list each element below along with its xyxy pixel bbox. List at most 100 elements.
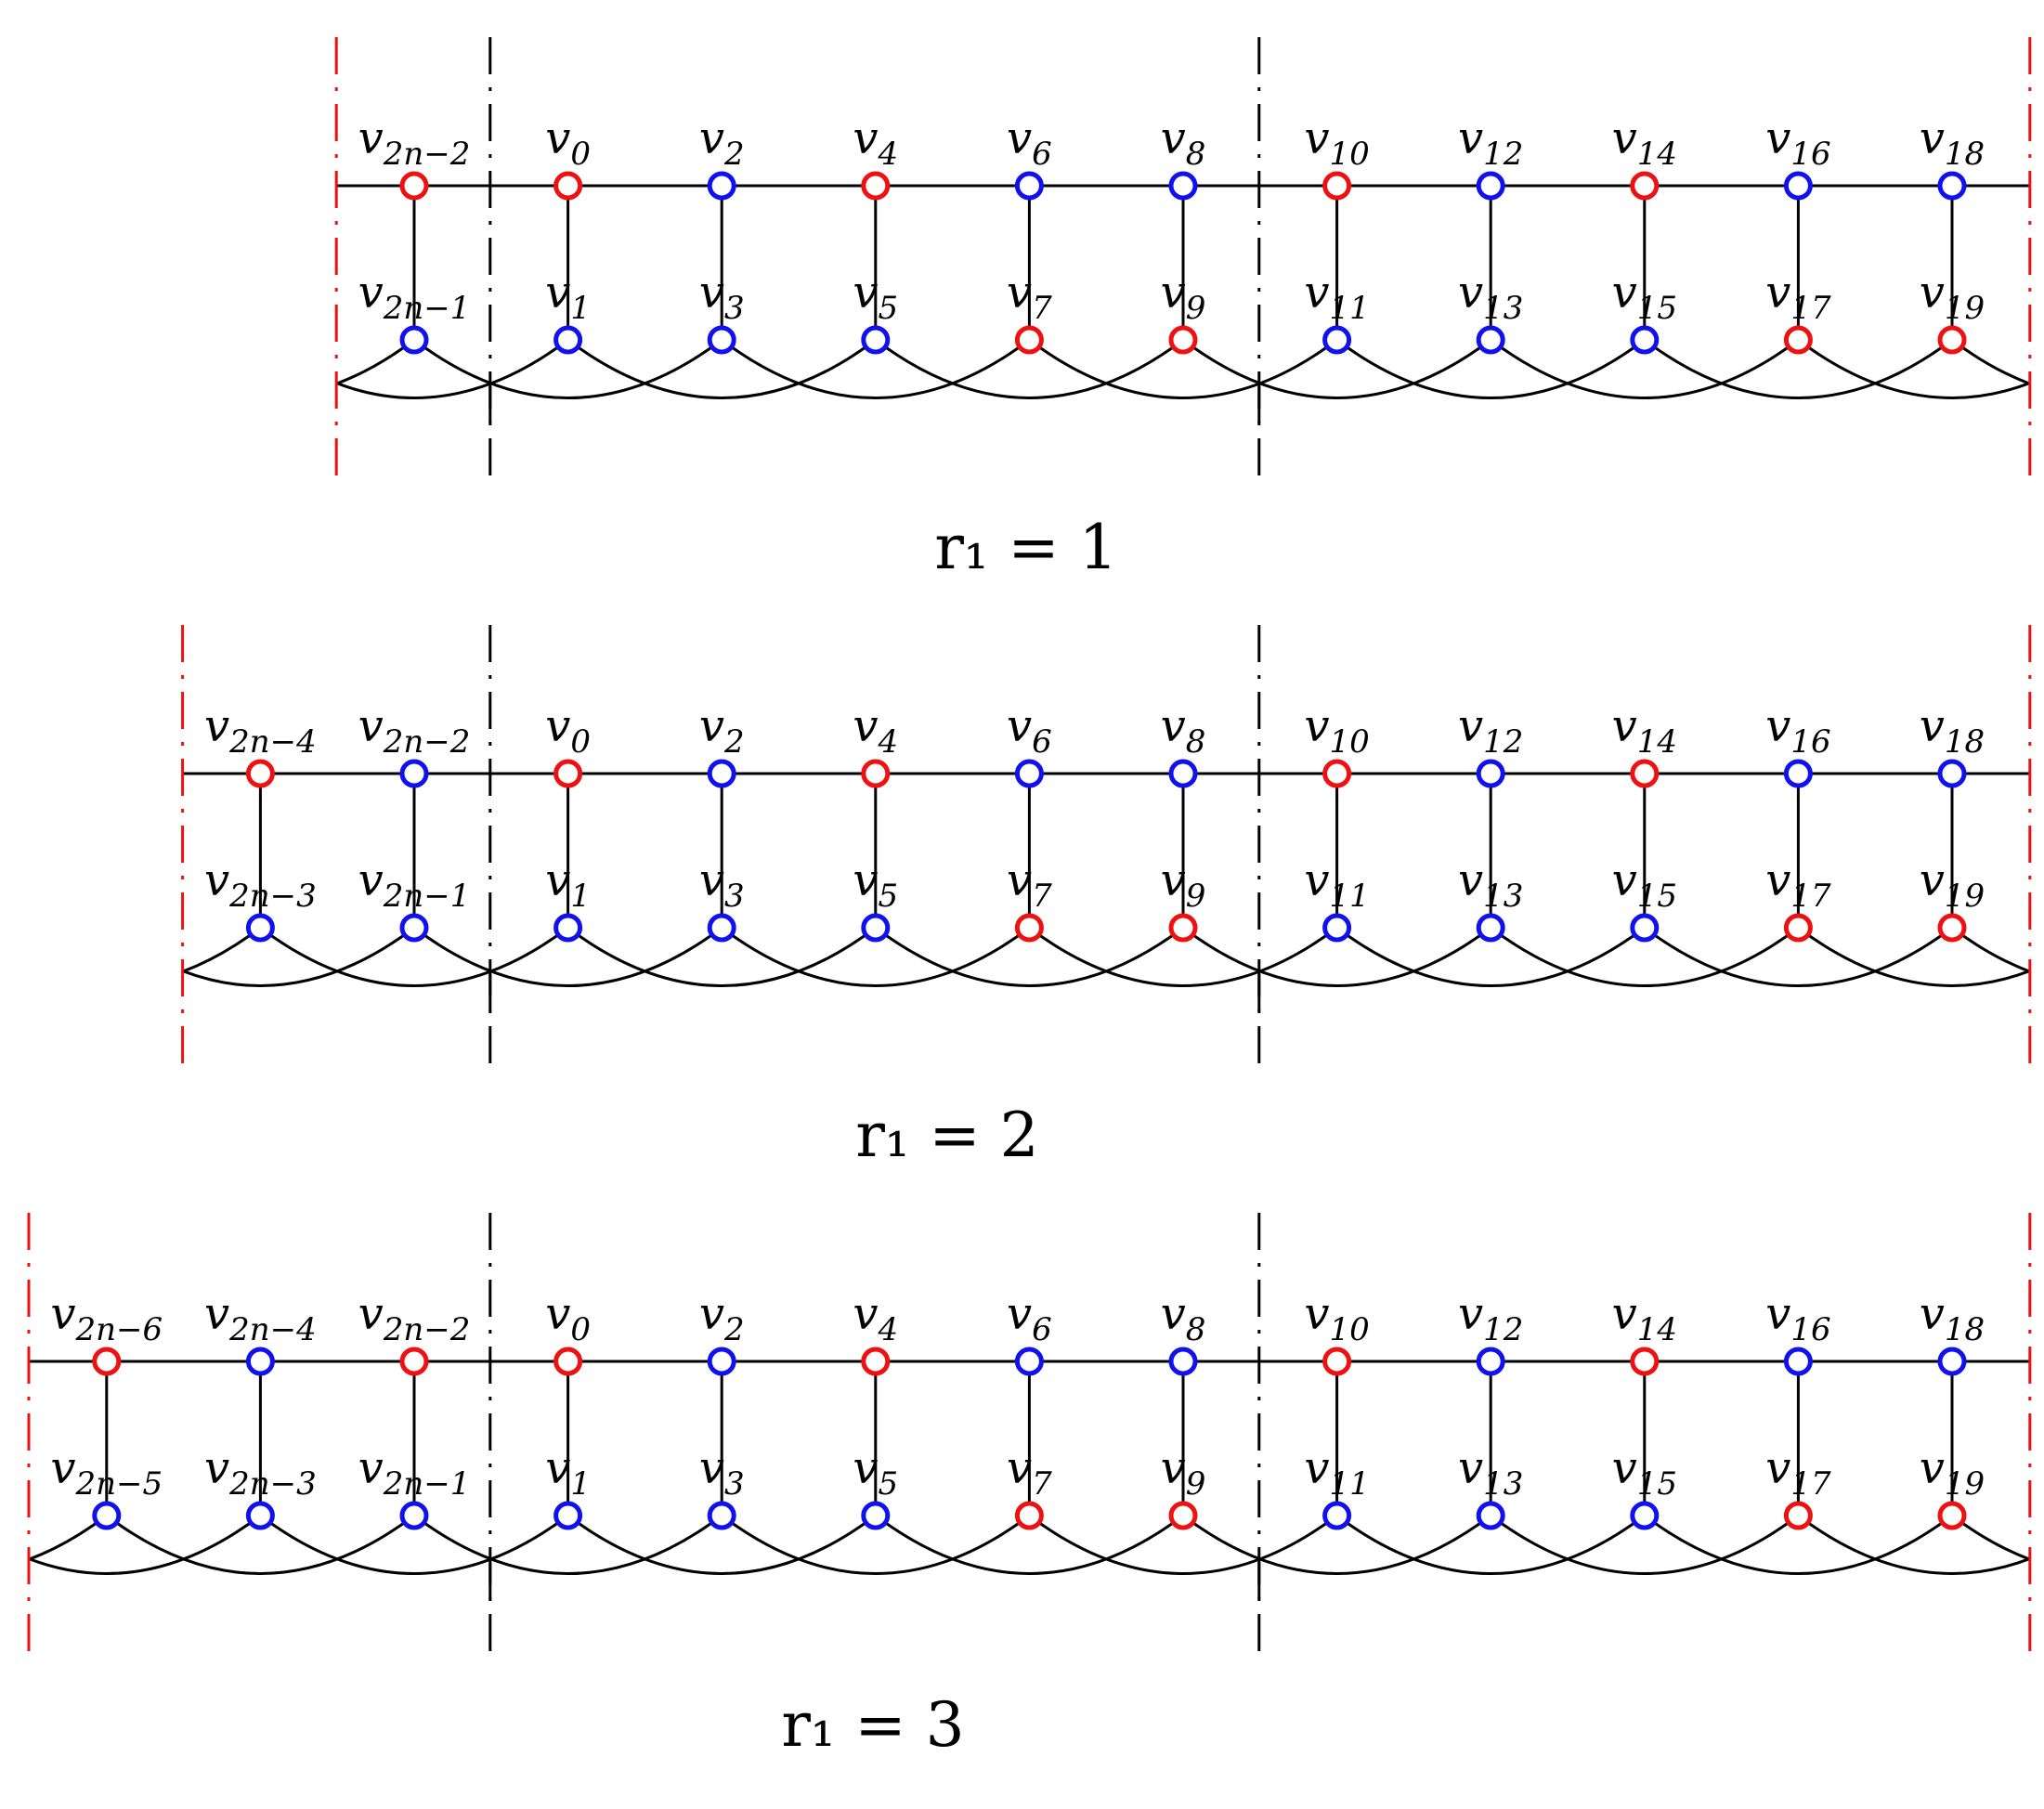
vertex-v2n-minus-3 bbox=[245, 1501, 275, 1530]
vertex-label-v14: v14 bbox=[1612, 112, 1677, 173]
vertex-label-v4: v4 bbox=[853, 112, 898, 173]
arc-edge bbox=[1797, 338, 2030, 399]
vertex-v13 bbox=[1476, 1501, 1505, 1530]
vertex-label-v19: v19 bbox=[1920, 1442, 1985, 1503]
vertex-label-v2: v2 bbox=[699, 112, 745, 173]
vertex-label-v1: v1 bbox=[545, 1442, 591, 1503]
vertex-v9 bbox=[1168, 913, 1198, 943]
vertex-v2n-minus-6 bbox=[92, 1347, 122, 1376]
arc-edge bbox=[336, 338, 569, 399]
arc-edge bbox=[413, 1514, 723, 1575]
vertex-label-v0: v0 bbox=[545, 1288, 591, 1348]
vertex-label-v11: v11 bbox=[1304, 854, 1369, 915]
arc-edge bbox=[1182, 926, 1492, 987]
vertex-v16 bbox=[1783, 759, 1813, 788]
panel-caption: r₁ = 3 bbox=[781, 1689, 964, 1761]
vertex-v2n-minus-1 bbox=[399, 913, 429, 943]
arc-edge bbox=[413, 338, 723, 399]
arc-edge bbox=[1643, 338, 1953, 399]
vertex-v2n-minus-5 bbox=[92, 1501, 122, 1530]
vertex-label-v3: v3 bbox=[699, 267, 745, 327]
vertex-v13 bbox=[1476, 913, 1505, 943]
vertex-label-v0: v0 bbox=[545, 700, 591, 761]
arc-edge bbox=[259, 1514, 569, 1575]
vertex-label-v18: v18 bbox=[1920, 1288, 1985, 1348]
vertex-label-v18: v18 bbox=[1920, 112, 1985, 173]
vertex-label-v15: v15 bbox=[1612, 267, 1677, 327]
vertex-label-v2n-minus-3: v2n−3 bbox=[204, 1442, 317, 1503]
vertex-v7 bbox=[1014, 1501, 1044, 1530]
arc-edge bbox=[1028, 926, 1338, 987]
vertex-v2 bbox=[707, 759, 736, 788]
arc-edge bbox=[336, 338, 415, 385]
vertex-v15 bbox=[1630, 913, 1660, 943]
vertex-v2n-minus-2 bbox=[399, 1347, 429, 1376]
panel-caption: r₁ = 1 bbox=[934, 512, 1117, 583]
vertex-label-v2n-minus-2: v2n−2 bbox=[358, 112, 471, 173]
vertex-label-v15: v15 bbox=[1612, 854, 1677, 915]
vertex-v2n-minus-1 bbox=[399, 1501, 429, 1530]
arc-edge bbox=[721, 338, 1031, 399]
vertex-v14 bbox=[1630, 171, 1660, 201]
vertex-v1 bbox=[553, 1501, 583, 1530]
vertex-v5 bbox=[861, 1501, 891, 1530]
vertex-label-v2n-minus-5: v2n−5 bbox=[50, 1442, 163, 1503]
vertex-label-v5: v5 bbox=[853, 854, 898, 915]
arc-edge bbox=[721, 926, 1031, 987]
vertex-label-v14: v14 bbox=[1612, 700, 1677, 761]
vertex-v14 bbox=[1630, 759, 1660, 788]
vertex-label-v18: v18 bbox=[1920, 700, 1985, 761]
vertex-v0 bbox=[553, 759, 583, 788]
vertex-v0 bbox=[553, 1347, 583, 1376]
vertex-v15 bbox=[1630, 325, 1660, 355]
vertex-v16 bbox=[1783, 1347, 1813, 1376]
vertex-v11 bbox=[1322, 1501, 1352, 1530]
vertex-v2n-minus-4 bbox=[245, 759, 275, 788]
vertex-v16 bbox=[1783, 171, 1813, 201]
vertex-v19 bbox=[1937, 325, 1967, 355]
vertex-v2n-minus-2 bbox=[399, 171, 429, 201]
vertex-v17 bbox=[1783, 325, 1813, 355]
arc-edge bbox=[1028, 1514, 1338, 1575]
vertex-label-v6: v6 bbox=[1007, 1288, 1052, 1348]
vertex-label-v11: v11 bbox=[1304, 267, 1369, 327]
arc-edge bbox=[1490, 338, 1800, 399]
vertex-label-v7: v7 bbox=[1007, 854, 1052, 915]
vertex-v18 bbox=[1937, 1347, 1967, 1376]
vertex-label-v16: v16 bbox=[1765, 1288, 1830, 1348]
vertex-v1 bbox=[553, 913, 583, 943]
vertex-v3 bbox=[707, 325, 736, 355]
arc-edge bbox=[874, 1514, 1184, 1575]
arc-edge bbox=[566, 338, 877, 399]
vertex-label-v1: v1 bbox=[545, 267, 591, 327]
arc-edge bbox=[566, 1514, 877, 1575]
arc-edge bbox=[566, 926, 877, 987]
vertex-v0 bbox=[553, 171, 583, 201]
arc-edge bbox=[721, 1514, 1031, 1575]
arc-edge bbox=[29, 1514, 108, 1561]
vertex-label-v2n-minus-3: v2n−3 bbox=[204, 854, 317, 915]
vertex-v15 bbox=[1630, 1501, 1660, 1530]
vertex-label-v8: v8 bbox=[1161, 700, 1206, 761]
vertex-v5 bbox=[861, 913, 891, 943]
vertex-label-v2n-minus-4: v2n−4 bbox=[204, 1288, 317, 1348]
arc-edge bbox=[1490, 1514, 1800, 1575]
vertex-v1 bbox=[553, 325, 583, 355]
vertex-v5 bbox=[861, 325, 891, 355]
vertex-label-v17: v17 bbox=[1765, 267, 1831, 327]
vertex-v2 bbox=[707, 171, 736, 201]
arc-edge bbox=[1182, 338, 1492, 399]
vertex-label-v16: v16 bbox=[1765, 700, 1830, 761]
vertex-label-v10: v10 bbox=[1304, 112, 1369, 173]
vertex-label-v7: v7 bbox=[1007, 267, 1052, 327]
vertex-label-v10: v10 bbox=[1304, 1288, 1369, 1348]
vertex-label-v4: v4 bbox=[853, 1288, 898, 1348]
vertex-label-v14: v14 bbox=[1612, 1288, 1677, 1348]
vertex-v6 bbox=[1014, 759, 1044, 788]
vertex-label-v5: v5 bbox=[853, 1442, 898, 1503]
arc-edges bbox=[336, 338, 2030, 399]
vertex-label-v2: v2 bbox=[699, 1288, 745, 1348]
vertex-label-v6: v6 bbox=[1007, 112, 1052, 173]
vertex-v9 bbox=[1168, 1501, 1198, 1530]
